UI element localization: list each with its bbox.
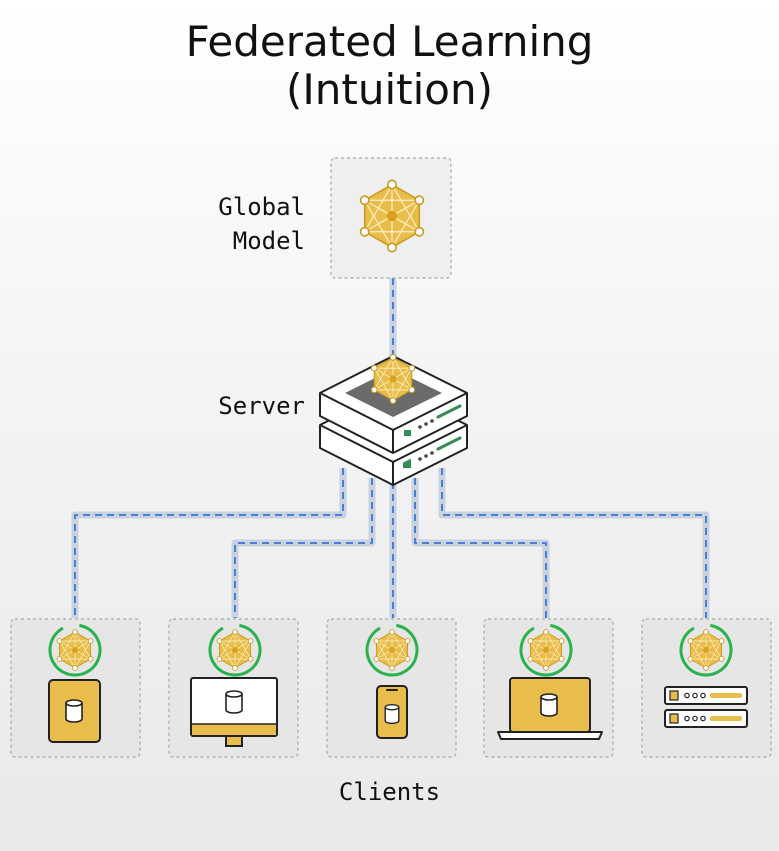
global-model-label: Global Model <box>200 190 305 258</box>
progress-ring <box>48 623 102 677</box>
progress-ring <box>208 623 262 677</box>
client-box-5 <box>641 618 772 758</box>
server-label: Server <box>218 392 305 420</box>
database-icon <box>225 690 243 714</box>
progress-ring <box>679 623 733 677</box>
database-icon <box>65 699 83 723</box>
client-box-1 <box>10 618 141 758</box>
clients-label: Clients <box>338 778 441 806</box>
server-icon <box>319 353 468 486</box>
progress-ring <box>519 623 573 677</box>
global-model-label-line-2: Model <box>232 227 305 255</box>
link-client-2 <box>234 478 373 618</box>
global-model-label-line-1: Global <box>218 193 305 221</box>
link-client-1 <box>74 468 344 618</box>
link-client-4 <box>414 478 547 618</box>
title-line-1: Federated Learning <box>185 17 594 66</box>
client-box-4 <box>483 618 614 758</box>
desktop-monitor-icon <box>190 677 278 747</box>
link-client-5 <box>441 468 707 618</box>
tablet-icon <box>48 679 101 743</box>
database-icon <box>540 693 558 717</box>
client-box-3 <box>326 618 457 758</box>
server-rack-icon <box>664 686 748 728</box>
client-box-2 <box>168 618 299 758</box>
progress-ring <box>365 623 419 677</box>
laptop-icon <box>497 677 603 740</box>
database-icon <box>384 703 400 725</box>
diagram-title: Federated Learning (Intuition) <box>0 18 779 114</box>
smartphone-icon <box>376 685 408 739</box>
title-line-2: (Intuition) <box>286 65 493 114</box>
global-model-box <box>330 157 452 279</box>
